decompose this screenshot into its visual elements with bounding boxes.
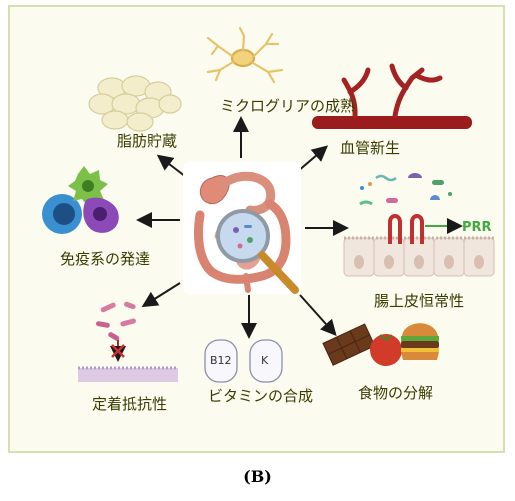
blood-vessel-icon [312, 63, 472, 129]
vitamin-b12-label: B12 [210, 354, 232, 367]
label-microglia: ミクログリアの成熟 [220, 97, 356, 115]
neuron-icon [206, 26, 284, 84]
arrow-to-food [299, 294, 337, 336]
fat-cells-icon [88, 75, 182, 132]
label-fat-storage: 脂肪貯蔵 [117, 132, 178, 150]
epithelium-icon: PRR [343, 214, 495, 277]
prr-label: PRR [462, 220, 492, 235]
immune-cells-icon [42, 166, 119, 234]
label-food-breakdown: 食物の分解 [358, 384, 434, 402]
label-gut-homeostasis: 腸上皮恒常性 [374, 292, 465, 310]
label-vitamin-synthesis: ビタミンの合成 [208, 387, 314, 405]
colonization-bacteria-icon [78, 301, 178, 382]
vitamin-capsules-icon: B12 K [204, 339, 283, 383]
label-colonization-resistance: 定着抵抗性 [92, 395, 168, 413]
gut-magnifier-icon [183, 162, 301, 294]
bacteria-icon [359, 173, 452, 206]
label-immune-dev: 免疫系の発達 [60, 250, 151, 268]
food-icon [322, 323, 439, 366]
vitamin-k-label: K [261, 354, 269, 367]
arrow-to-colonization [141, 282, 181, 308]
label-angiogenesis: 血管新生 [340, 139, 401, 157]
figure-caption: (B) [243, 467, 272, 486]
